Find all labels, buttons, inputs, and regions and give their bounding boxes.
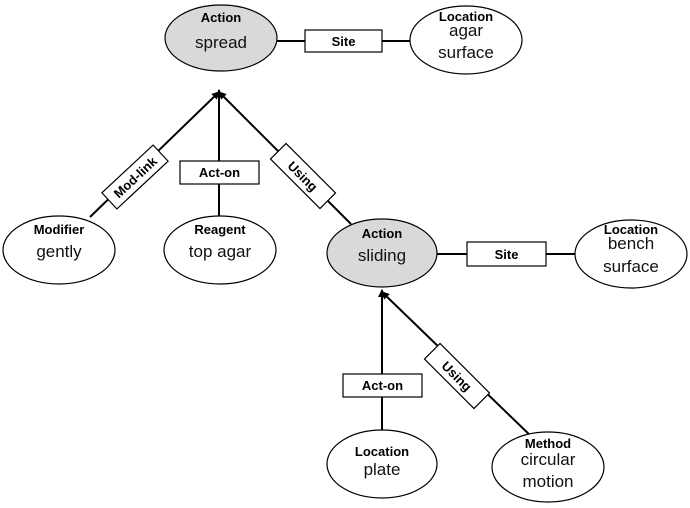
relation-using-2: Using: [423, 342, 491, 410]
relation-site-2: Site: [466, 241, 547, 267]
node-location-bench-value-2: surface: [603, 257, 659, 276]
node-location-bench-surface: Location bench surface: [574, 219, 688, 289]
node-reagent-value: top agar: [189, 242, 252, 261]
node-location-plate-type: Location: [355, 444, 409, 459]
node-action-spread-value: spread: [195, 33, 247, 52]
relation-act-on-1-label: Act-on: [199, 165, 240, 180]
node-location-agar-type: Location: [439, 9, 493, 24]
node-location-bench-type: Location: [604, 222, 658, 237]
node-action-spread: Action spread: [164, 4, 278, 72]
relation-site-2-label: Site: [495, 247, 519, 262]
node-location-agar-value-2: surface: [438, 43, 494, 62]
node-location-plate: Location plate: [326, 429, 438, 499]
node-location-agar-surface: Location agar surface: [409, 5, 523, 75]
relation-act-on-1: Act-on: [179, 160, 260, 185]
node-modifier-value: gently: [36, 242, 82, 261]
node-action-spread-type: Action: [201, 10, 242, 25]
relation-site-1: Site: [304, 29, 383, 53]
relation-site-1-label: Site: [332, 34, 356, 49]
node-reagent-type: Reagent: [194, 222, 246, 237]
node-modifier-gently: Modifier gently: [2, 215, 116, 285]
node-method-value-1: circular: [521, 450, 576, 469]
relation-mod-link: Mod-link: [101, 144, 169, 210]
node-method-circular-motion: Method circular motion: [491, 431, 605, 503]
node-action-sliding-type: Action: [362, 226, 403, 241]
node-reagent-top-agar: Reagent top agar: [163, 215, 277, 285]
node-method-value-2: motion: [522, 472, 573, 491]
node-action-sliding-value: sliding: [358, 246, 406, 265]
node-modifier-type: Modifier: [34, 222, 85, 237]
relation-act-on-2-label: Act-on: [362, 378, 403, 393]
node-location-agar-value-1: agar: [449, 21, 483, 40]
node-location-plate-value: plate: [364, 460, 401, 479]
node-method-type: Method: [525, 436, 571, 451]
node-action-sliding: Action sliding: [326, 218, 438, 288]
relation-using-1: Using: [269, 142, 337, 210]
relation-act-on-2: Act-on: [342, 373, 423, 398]
node-location-bench-value-1: bench: [608, 234, 654, 253]
